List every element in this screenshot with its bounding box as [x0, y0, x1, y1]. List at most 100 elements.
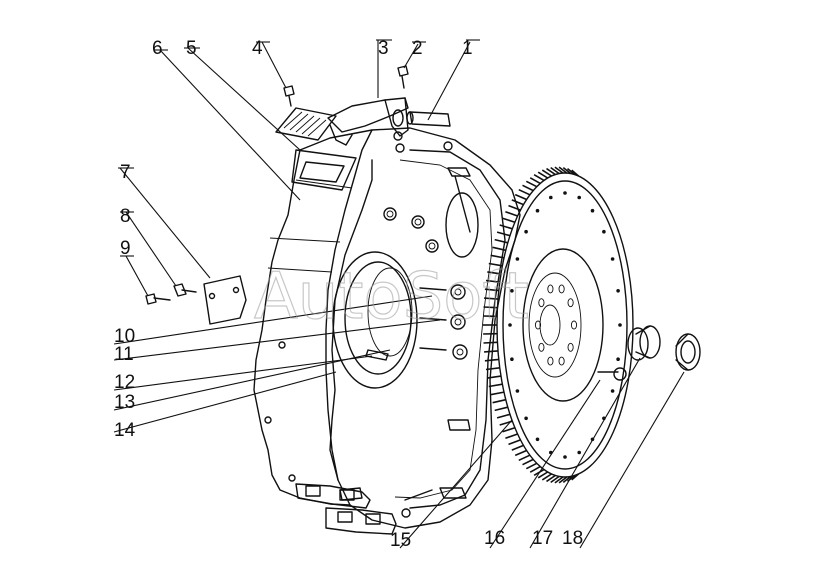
flywheel-ring-gear: [483, 166, 634, 484]
callout-5: 5: [186, 38, 197, 59]
callout-9: 9: [120, 238, 131, 259]
gear-tooth: [550, 166, 560, 175]
gear-tooth: [487, 375, 502, 379]
gear-tooth: [529, 177, 541, 185]
dowel-pin-1: [406, 111, 451, 127]
gear-tooth: [518, 454, 531, 462]
callout-12: 12: [114, 372, 135, 393]
housing-bolts: [264, 131, 453, 518]
flywheel-outer-hole: [610, 257, 615, 261]
gear-tooth: [511, 199, 524, 206]
flywheel-outer-hole: [515, 257, 520, 261]
gear-tooth: [496, 413, 511, 419]
gear-tooth: [488, 262, 503, 267]
flywheel-outer-hole: [616, 289, 620, 293]
bolt-16: [597, 367, 627, 381]
callout-10: 10: [114, 326, 135, 347]
gear-tooth: [485, 367, 500, 371]
gear-tooth: [511, 444, 524, 451]
flywheel-outer-hole: [590, 208, 595, 213]
flywheel-outer-hole: [524, 229, 528, 234]
gear-tooth: [484, 358, 499, 362]
gear-tooth: [484, 297, 499, 300]
gear-tooth: [508, 204, 521, 211]
callout-1: 1: [462, 38, 473, 59]
flywheel-hub-hole: [547, 356, 554, 366]
flywheel-outer-hole: [616, 357, 620, 362]
bolt-8: [173, 283, 197, 297]
gear-tooth: [483, 341, 498, 344]
gear-tooth: [537, 171, 549, 179]
gear-tooth: [546, 474, 556, 483]
gear-tooth: [525, 180, 538, 188]
housing-mount-foot: [295, 483, 397, 535]
callout-4: 4: [252, 38, 263, 59]
flywheel-hub-hole: [567, 342, 574, 352]
gear-tooth: [508, 439, 521, 446]
gear-tooth: [492, 246, 506, 252]
gear-tooth: [525, 462, 538, 470]
flywheel-outer-hole: [515, 389, 520, 393]
bolt-4: [283, 85, 295, 107]
oil-seal: [675, 333, 701, 371]
gear-tooth: [502, 217, 516, 223]
gear-tooth: [492, 398, 506, 404]
flywheel-outer-hole: [563, 455, 567, 459]
bolt-2: [397, 65, 409, 89]
callout-13: 13: [114, 392, 135, 413]
gear-tooth: [485, 279, 500, 283]
gear-tooth: [562, 166, 572, 175]
gear-tooth: [487, 271, 502, 275]
gear-tooth: [514, 193, 527, 201]
gear-tooth: [484, 350, 499, 353]
callout-16: 16: [484, 528, 505, 549]
gear-tooth: [546, 167, 556, 176]
flywheel-outer-hole: [618, 323, 622, 327]
gear-tooth: [541, 473, 552, 481]
pilot-bearing: [627, 325, 661, 361]
gear-tooth: [483, 306, 498, 309]
flywheel-outer-hole: [524, 416, 528, 421]
callout-18: 18: [562, 528, 583, 549]
watermark: AutoSoft: [254, 260, 529, 334]
callout-2: 2: [412, 38, 423, 59]
gear-tooth: [490, 254, 505, 259]
housing-studs: [339, 167, 471, 501]
flywheel-outer-hole: [535, 437, 540, 442]
flywheel-outer-hole: [577, 450, 581, 455]
flywheel-outer-hole: [508, 323, 512, 327]
callout-6: 6: [152, 38, 163, 59]
callout-7: 7: [120, 162, 131, 183]
gear-tooth: [537, 471, 549, 479]
gear-tooth: [522, 458, 534, 466]
callout-14: 14: [114, 420, 136, 441]
gear-tooth: [562, 475, 572, 484]
flywheel-outer-hole: [563, 191, 567, 195]
bolt-9: [145, 293, 171, 305]
gear-tooth: [558, 166, 568, 174]
flywheel-outer-hole: [602, 229, 606, 234]
ring-gear-teeth: [483, 166, 580, 484]
dowel-pin-12: [365, 349, 389, 361]
flywheel-outer-hole: [535, 208, 540, 213]
gear-tooth: [494, 238, 508, 244]
gear-tooth: [502, 427, 516, 433]
flywheel-hub-hole: [558, 284, 565, 294]
gear-tooth: [488, 383, 503, 388]
gear-tooth: [505, 210, 518, 217]
gear-tooth: [484, 288, 499, 292]
gear-tooth: [550, 475, 560, 484]
gear-tooth: [494, 406, 508, 412]
flywheel-outer-hole: [549, 195, 553, 200]
flywheel-hub-hole: [570, 320, 578, 330]
gear-tooth: [490, 391, 505, 396]
gear-tooth: [554, 166, 564, 174]
gear-tooth: [554, 476, 564, 484]
callout-3: 3: [378, 38, 389, 59]
gear-tooth: [522, 184, 534, 192]
gear-tooth: [496, 231, 511, 237]
callout-8: 8: [120, 206, 131, 227]
gear-tooth: [514, 449, 527, 457]
